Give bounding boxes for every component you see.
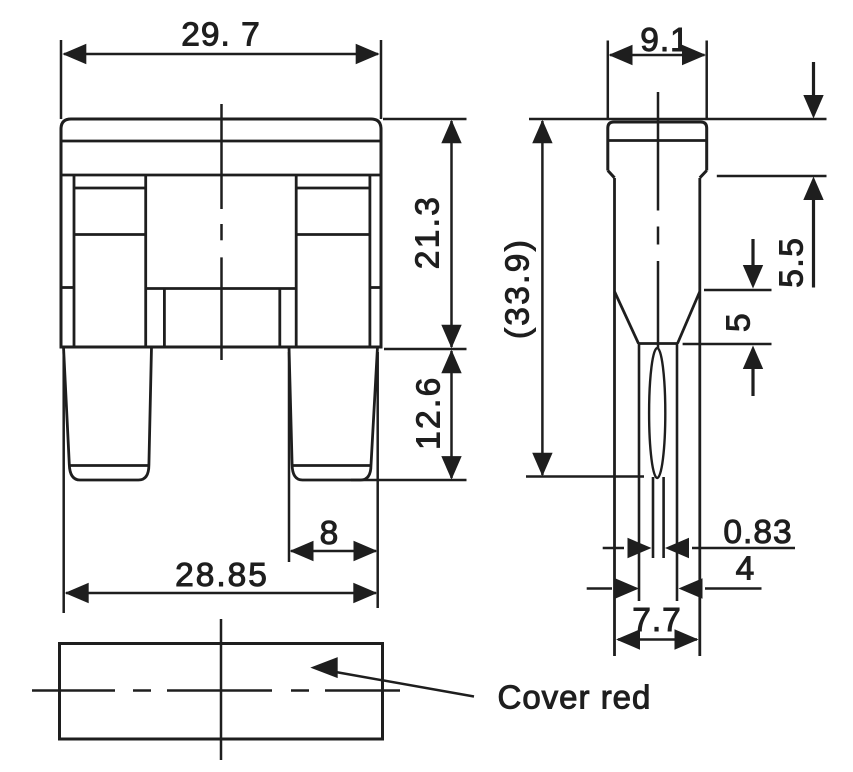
svg-text:8: 8 bbox=[320, 515, 340, 552]
svg-text:0.83: 0.83 bbox=[723, 514, 792, 551]
svg-text:7.7: 7.7 bbox=[632, 602, 682, 639]
svg-text:28.85: 28.85 bbox=[175, 557, 269, 594]
svg-text:29. 7: 29. 7 bbox=[181, 17, 261, 54]
svg-text:5.5: 5.5 bbox=[774, 237, 811, 288]
svg-text:9.1: 9.1 bbox=[640, 22, 690, 59]
svg-text:(33.9): (33.9) bbox=[500, 238, 537, 339]
svg-text:5: 5 bbox=[721, 312, 758, 332]
svg-text:Cover red: Cover red bbox=[498, 679, 652, 716]
svg-text:4: 4 bbox=[736, 551, 756, 588]
svg-text:21.3: 21.3 bbox=[410, 195, 447, 269]
svg-text:12.6: 12.6 bbox=[411, 375, 448, 449]
